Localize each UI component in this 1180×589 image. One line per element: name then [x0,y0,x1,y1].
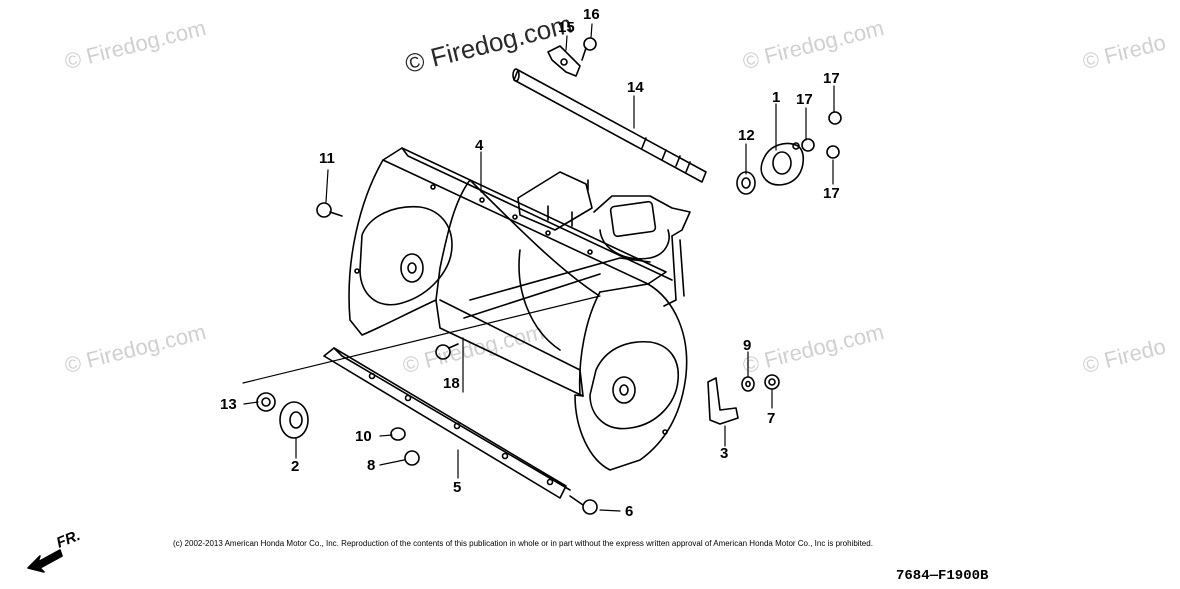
bolt-18 [435,343,459,360]
callout-3: 3 [720,445,729,462]
callout-17: 17 [823,185,840,202]
auger-housing [348,147,691,471]
callout-17: 17 [823,70,840,87]
copyright-notice: (c) 2002-2013 American Honda Motor Co., … [173,539,873,548]
callout-5: 5 [453,479,462,496]
callout-18: 18 [443,375,460,392]
callout-9: 9 [743,337,752,354]
washer-9 [741,376,755,392]
bolt-16 [581,37,597,61]
bearing-13 [256,392,276,412]
callout-10: 10 [355,428,372,445]
drive-shaft [512,68,707,183]
leader-lines [242,23,835,512]
diagram-code: 7684—F1900B [896,568,989,584]
bearing-12 [736,171,756,195]
bolt-6 [569,495,598,515]
callout-1: 1 [772,89,781,106]
bolt-17 [801,111,842,159]
callout-7: 7 [767,410,776,427]
front-arrow-icon [27,549,63,573]
bolt-11 [316,202,343,218]
callout-4: 4 [475,137,484,154]
shaft-bracket [547,45,581,77]
bearing-holder [760,142,805,186]
nut-7 [764,374,780,390]
washer-10 [390,427,406,441]
callout-14: 14 [627,79,644,96]
bracket-3 [707,377,739,425]
callout-13: 13 [220,396,237,413]
callout-16: 16 [583,6,600,23]
callout-17: 17 [796,91,813,108]
bearing-holder-2 [279,401,309,439]
scraper-bar [323,347,571,499]
nut-8 [404,450,420,466]
callout-6: 6 [625,503,634,520]
callout-15: 15 [558,19,575,36]
callout-8: 8 [367,457,376,474]
callout-11: 11 [319,150,335,167]
callout-12: 12 [738,127,755,144]
callout-2: 2 [291,458,300,475]
